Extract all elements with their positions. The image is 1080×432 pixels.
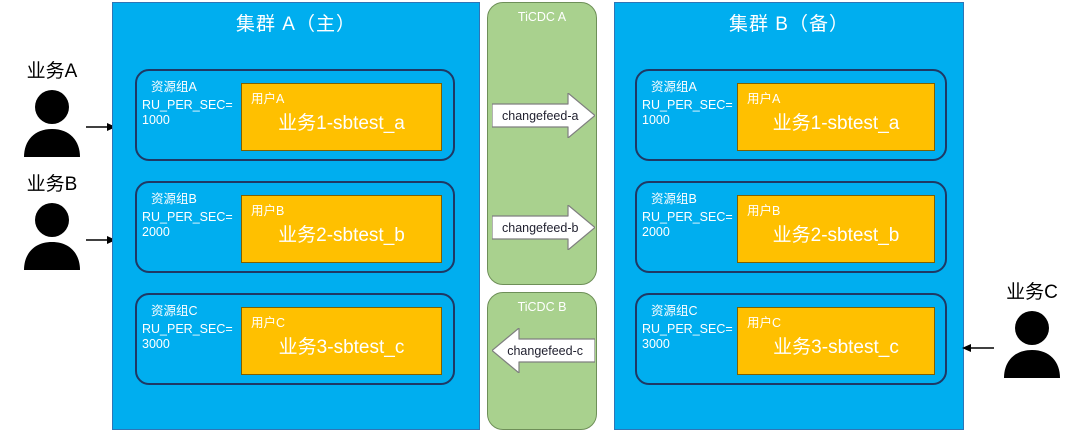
actor-business-a: 业务A	[8, 61, 96, 157]
ticdc-title: TiCDC B	[517, 300, 567, 314]
resource-group-ru: RU_PER_SEC= 2000	[142, 210, 233, 240]
person-icon	[24, 89, 80, 157]
changefeed-b-label: changefeed-b	[502, 220, 579, 235]
changefeed-b-arrow: changefeed-b	[492, 205, 595, 250]
connector-actor-c-to-cluster	[962, 341, 994, 355]
resource-group-ru: RU_PER_SEC= 1000	[142, 98, 233, 128]
user-box-c: 用户C 业务3-sbtest_c	[241, 307, 442, 375]
user-name: 用户A	[747, 92, 781, 106]
connector-actor-b-to-cluster	[86, 233, 116, 247]
resource-group-name: 资源组A	[651, 80, 697, 94]
ru-label: RU_PER_SEC=	[642, 322, 733, 336]
changefeed-a-label: changefeed-a	[502, 108, 579, 123]
user-name: 用户A	[251, 92, 285, 106]
changefeed-c-arrow: changefeed-c	[492, 328, 595, 373]
resource-group-name: 资源组B	[151, 192, 197, 206]
actor-label: 业务B	[26, 174, 78, 195]
resource-group-a: 资源组A RU_PER_SEC= 1000 用户A 业务1-sbtest_a	[135, 69, 455, 161]
ru-value: 3000	[142, 337, 170, 351]
ru-value: 2000	[642, 225, 670, 239]
ru-value: 2000	[142, 225, 170, 239]
actor-label: 业务A	[26, 61, 78, 82]
person-icon	[1004, 310, 1060, 378]
resource-group-c: 资源组C RU_PER_SEC= 3000 用户C 业务3-sbtest_c	[135, 293, 455, 385]
ru-label: RU_PER_SEC=	[142, 210, 233, 224]
ru-value: 3000	[642, 337, 670, 351]
resource-group-b: 资源组B RU_PER_SEC= 2000 用户B 业务2-sbtest_b	[135, 181, 455, 273]
cluster-title: 集群 B（备）	[729, 14, 849, 35]
resource-group-ru: RU_PER_SEC= 1000	[642, 98, 733, 128]
cluster-a: 集群 A（主） 资源组A RU_PER_SEC= 1000 用户A 业务1-sb…	[112, 2, 480, 430]
user-name: 用户C	[251, 316, 286, 330]
ru-value: 1000	[142, 113, 170, 127]
ru-label: RU_PER_SEC=	[142, 322, 233, 336]
changefeed-c-label: changefeed-c	[507, 343, 583, 358]
connector-actor-a-to-cluster	[86, 120, 116, 134]
user-name: 用户B	[251, 204, 285, 218]
resource-group-ru: RU_PER_SEC= 3000	[142, 322, 233, 352]
ticdc-title: TiCDC A	[517, 10, 567, 24]
actor-business-b: 业务B	[8, 174, 96, 270]
ru-label: RU_PER_SEC=	[142, 98, 233, 112]
actor-label: 业务C	[1006, 282, 1058, 303]
user-box-b: 用户B 业务2-sbtest_b	[241, 195, 442, 263]
resource-group-b: 资源组B RU_PER_SEC= 2000 用户B 业务2-sbtest_b	[635, 181, 947, 273]
resource-group-ru: RU_PER_SEC= 3000	[642, 322, 733, 352]
user-name: 用户B	[747, 204, 781, 218]
table-name: 业务3-sbtest_c	[773, 336, 899, 358]
cluster-b: 集群 B（备） 资源组A RU_PER_SEC= 1000 用户A 业务1-sb…	[614, 2, 964, 430]
ru-label: RU_PER_SEC=	[642, 210, 733, 224]
user-box-c: 用户C 业务3-sbtest_c	[737, 307, 935, 375]
changefeed-a-arrow: changefeed-a	[492, 93, 595, 138]
user-box-a: 用户A 业务1-sbtest_a	[241, 83, 442, 151]
person-icon	[24, 202, 80, 270]
resource-group-c: 资源组C RU_PER_SEC= 3000 用户C 业务3-sbtest_c	[635, 293, 947, 385]
ru-value: 1000	[642, 113, 670, 127]
resource-group-name: 资源组C	[651, 304, 698, 318]
user-name: 用户C	[747, 316, 782, 330]
user-box-a: 用户A 业务1-sbtest_a	[737, 83, 935, 151]
resource-group-ru: RU_PER_SEC= 2000	[642, 210, 733, 240]
table-name: 业务2-sbtest_b	[772, 224, 900, 246]
table-name: 业务3-sbtest_c	[278, 336, 405, 358]
table-name: 业务1-sbtest_a	[772, 112, 900, 134]
resource-group-name: 资源组A	[151, 80, 197, 94]
resource-group-name: 资源组B	[651, 192, 697, 206]
cluster-title: 集群 A（主）	[236, 14, 356, 35]
table-name: 业务1-sbtest_a	[278, 112, 405, 134]
user-box-b: 用户B 业务2-sbtest_b	[737, 195, 935, 263]
ru-label: RU_PER_SEC=	[642, 98, 733, 112]
resource-group-name: 资源组C	[151, 304, 198, 318]
actor-business-c: 业务C	[988, 282, 1076, 378]
table-name: 业务2-sbtest_b	[278, 224, 405, 246]
resource-group-a: 资源组A RU_PER_SEC= 1000 用户A 业务1-sbtest_a	[635, 69, 947, 161]
